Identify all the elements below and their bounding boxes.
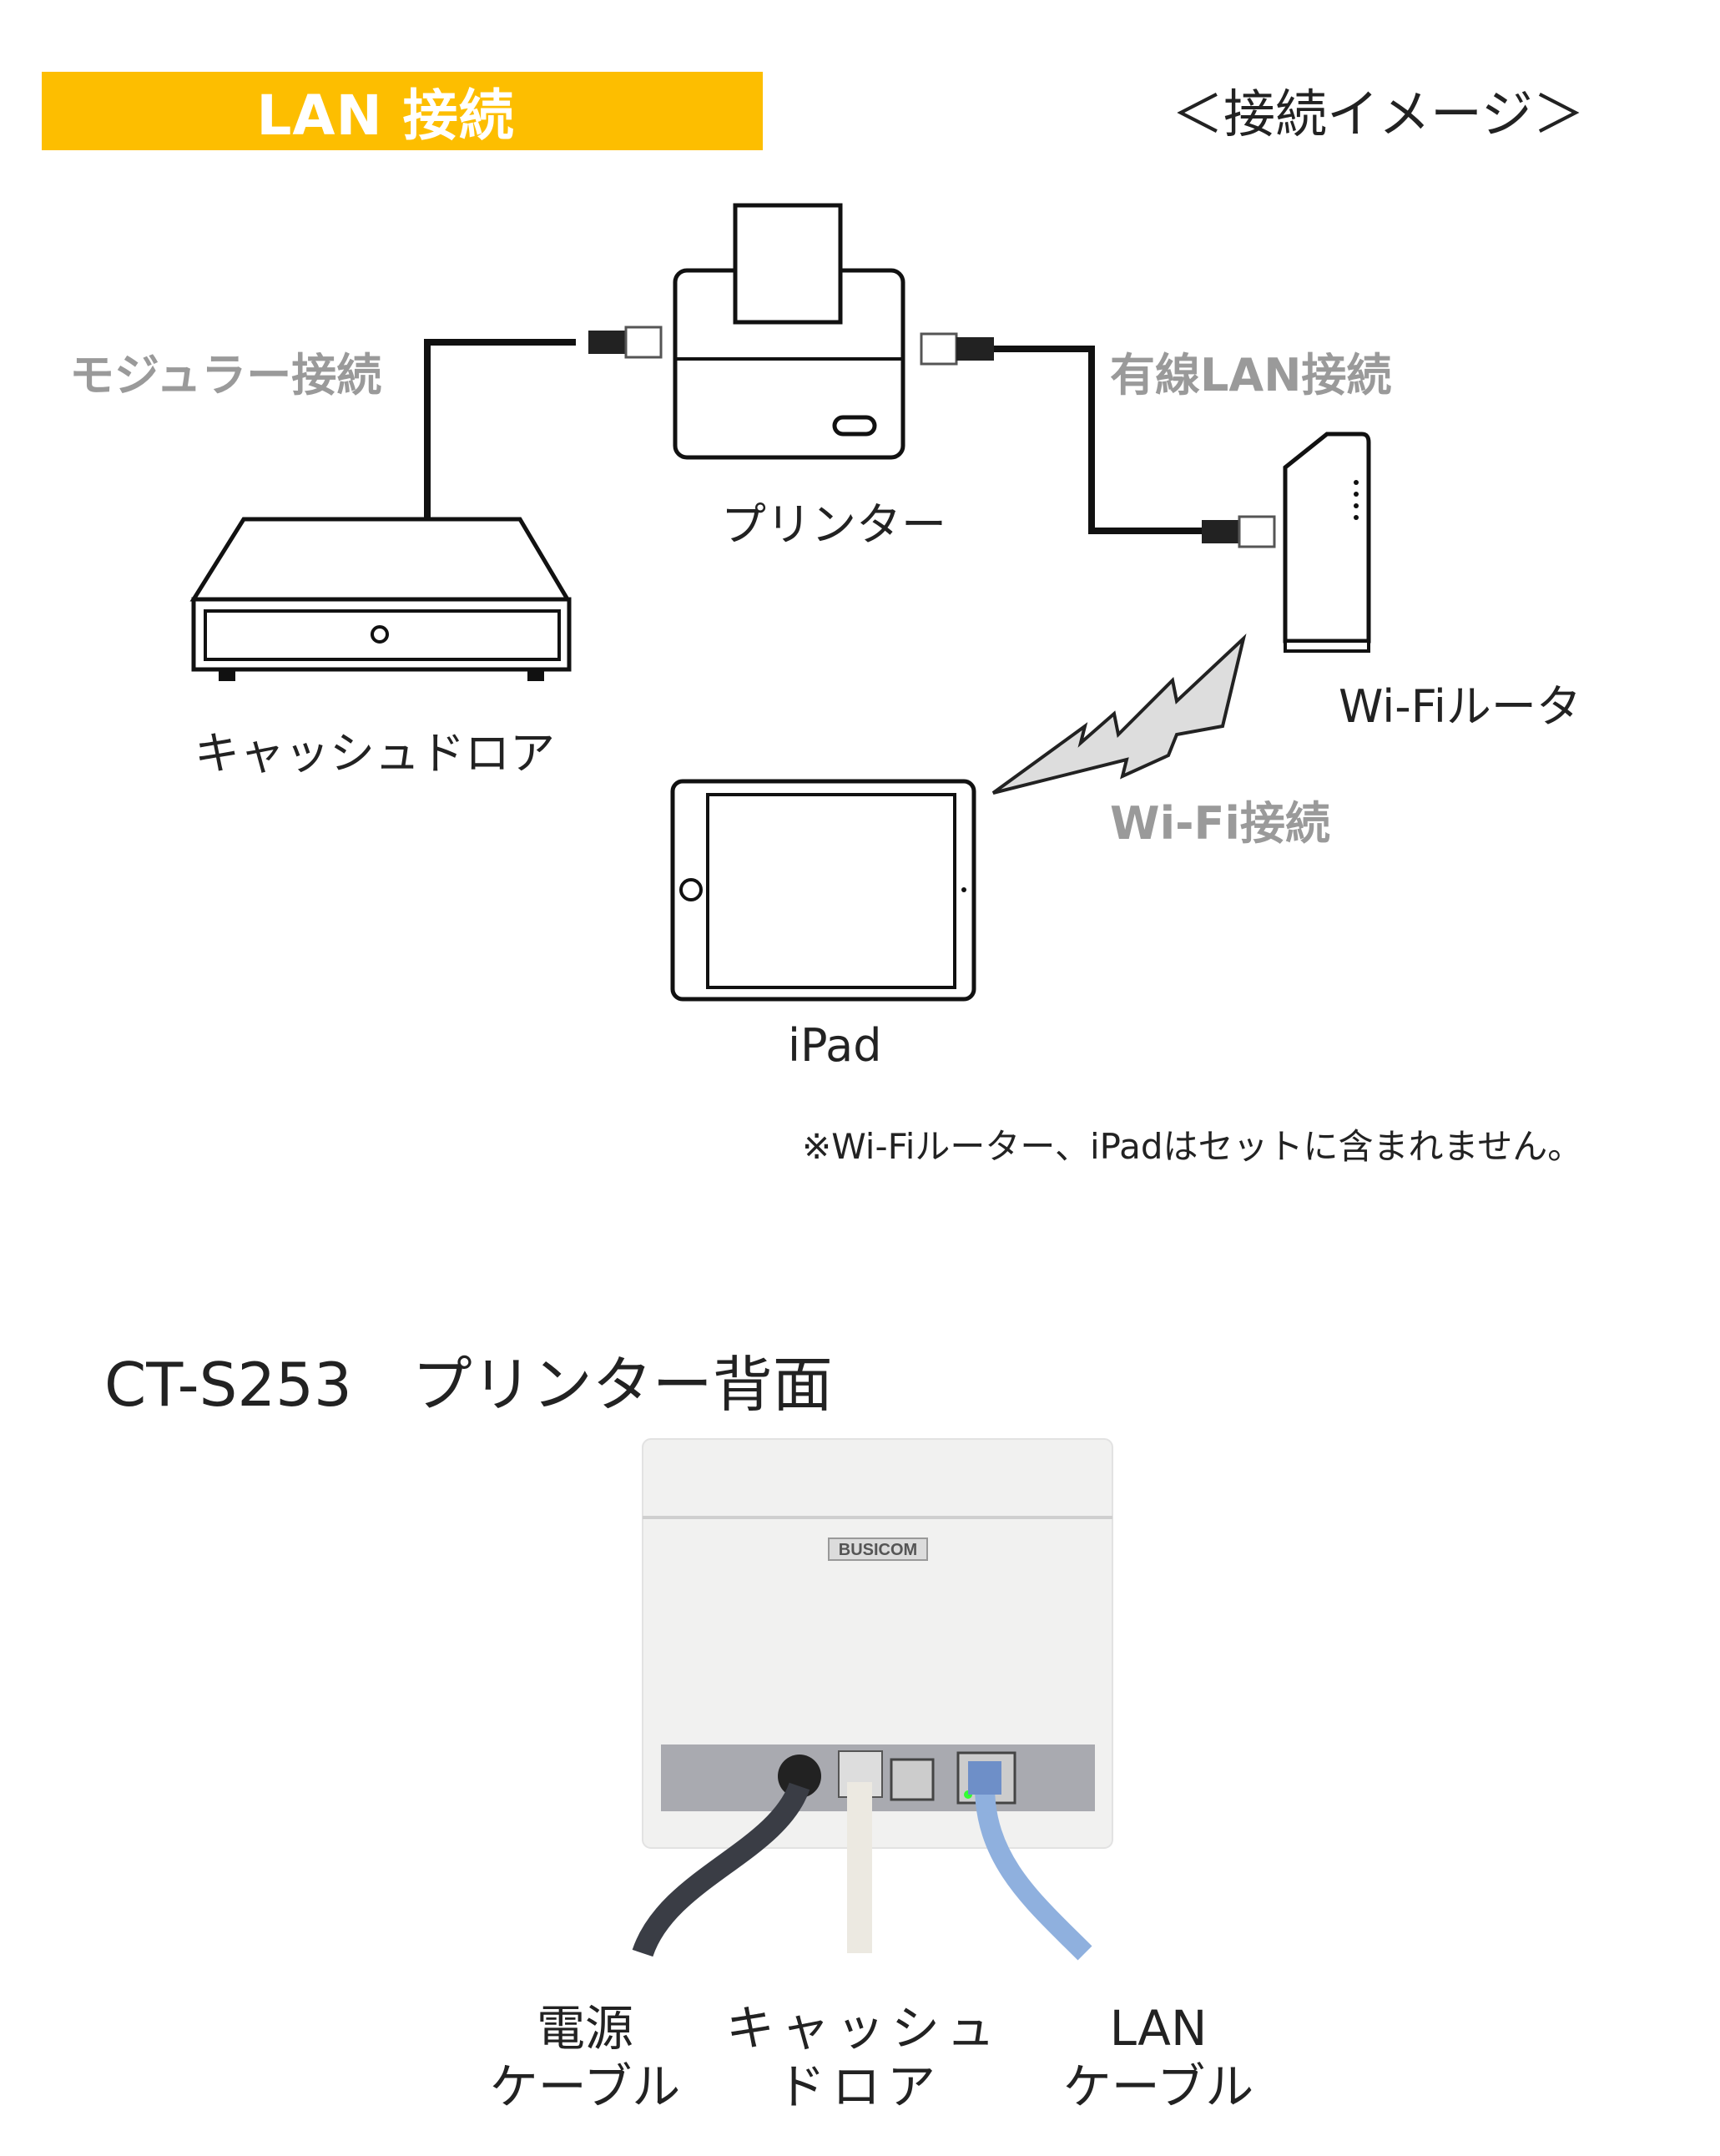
label-line: LAN — [1109, 2000, 1208, 2057]
note-text: ※Wi-Fiルーター、iPadはセットに含まれません。 — [802, 1126, 1583, 1167]
modular-plug-icon — [588, 331, 626, 354]
lan-cable-label: LAN ケーブル — [1042, 1999, 1275, 2116]
printer-icon — [673, 203, 905, 460]
cash-drawer-cable-label: キャッシュ ドロア — [726, 1999, 1002, 2116]
router-plug-icon — [1202, 520, 1239, 543]
cash-drawer-icon — [189, 517, 572, 681]
banner-title: LAN 接続 — [256, 83, 515, 148]
image-caption: ＜接続イメージ＞ — [1172, 83, 1585, 144]
label-line: ケーブル — [489, 2058, 681, 2115]
wifi-router-icon — [1283, 432, 1371, 653]
label-line: ドロア — [776, 2058, 942, 2115]
label-line: ケーブル — [1062, 2058, 1254, 2115]
modular-cable — [424, 339, 576, 518]
modular-connection-label: モジュラー接続 — [69, 349, 382, 401]
wifi-connection-label: Wi-Fi接続 — [1110, 797, 1330, 850]
label-line: キャッシュ — [726, 2000, 1002, 2057]
printer-rear-photo: BUSICOM — [632, 1438, 1113, 1961]
section-banner: LAN 接続 — [42, 72, 763, 150]
lan-cable — [993, 346, 1202, 534]
wifi-signal-icon — [991, 633, 1247, 795]
rear-title: CT-S253 プリンター背面 — [104, 1350, 833, 1420]
ipad-label: iPad — [788, 1019, 882, 1072]
lan-plug-icon — [956, 337, 994, 361]
wired-lan-label: 有線LAN接続 — [1110, 349, 1392, 401]
ipad-icon — [670, 779, 976, 1002]
brand-label: BUSICOM — [839, 1541, 917, 1559]
power-cable-label: 電源 ケーブル — [468, 1999, 702, 2116]
printer-label: プリンター — [721, 498, 946, 551]
router-label: Wi-Fiルータ — [1339, 680, 1581, 733]
label-line: 電源 — [536, 2000, 633, 2057]
cash-drawer-label: キャッシュドロア — [194, 727, 555, 780]
